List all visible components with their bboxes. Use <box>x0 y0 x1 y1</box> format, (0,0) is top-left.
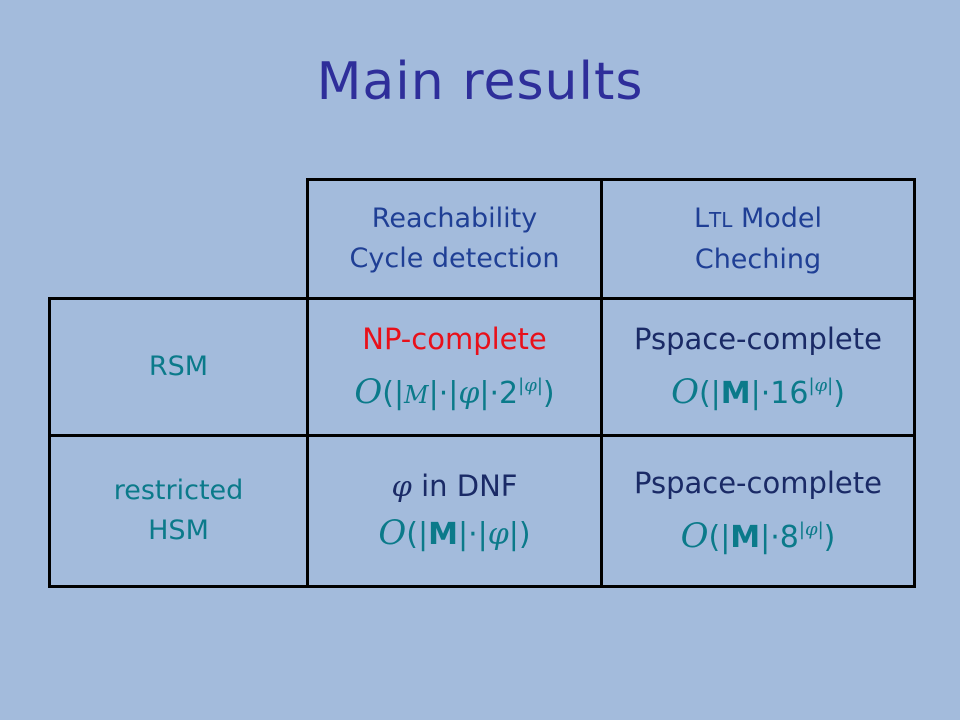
cell-rsm-reachability: NP-complete O(|M|·|φ|·2|φ|) <box>309 300 600 434</box>
cell-rsm-reachability-complexity: NP-complete <box>362 321 547 356</box>
cell-hsm-ltl-formula: O(|M|·8|φ|) <box>680 516 836 556</box>
header-ltl-l: L <box>693 202 710 234</box>
header-reachability-line2: Cycle detection <box>349 243 560 274</box>
row-label-restricted-hsm: restricted HSM <box>51 437 306 585</box>
table-col-divider-2 <box>600 178 603 588</box>
cell-hsm-reachability-formula: O(|M|·|φ|) <box>378 513 531 553</box>
header-reachability-line1: Reachability <box>371 203 538 234</box>
header-ltl-line1: LTL Model <box>694 199 822 240</box>
table-border-top <box>48 297 916 300</box>
header-reachability: Reachability Cycle detection <box>309 181 600 297</box>
slide-title: Main results <box>316 52 644 112</box>
row-label-rsm: RSM <box>51 300 306 434</box>
table-row-divider <box>48 434 916 437</box>
table-border-top-header <box>306 178 916 181</box>
table-col-divider-1 <box>306 178 309 588</box>
row-label-restricted: restricted <box>113 475 244 506</box>
cell-hsm-ltl-complexity: Pspace-complete <box>634 466 882 500</box>
cell-rsm-ltl: Pspace-complete O(|M|·16|φ|) <box>603 300 913 434</box>
cell-hsm-ltl: Pspace-complete O(|M|·8|φ|) <box>603 437 913 585</box>
header-ltl-model-checking: LTL Model Cheching <box>603 181 913 297</box>
cell-rsm-ltl-formula: O(|M|·16|φ|) <box>671 372 845 412</box>
cell-hsm-reachability: φ in DNF O(|M|·|φ|) <box>309 437 600 585</box>
table-border-bottom <box>48 585 916 588</box>
header-ltl-line2: Cheching <box>694 243 822 275</box>
cell-rsm-ltl-complexity: Pspace-complete <box>634 322 882 356</box>
table-border-right <box>913 178 916 588</box>
row-label-rsm-text: RSM <box>148 351 209 382</box>
table-border-left <box>48 297 51 588</box>
row-label-hsm: HSM <box>148 515 209 546</box>
cell-hsm-reachability-condition: φ in DNF <box>391 469 518 503</box>
header-ltl-model: Model <box>732 202 823 234</box>
header-ltl-tl: TL <box>709 207 733 232</box>
cell-rsm-reachability-formula: O(|M|·|φ|·2|φ|) <box>354 371 555 412</box>
